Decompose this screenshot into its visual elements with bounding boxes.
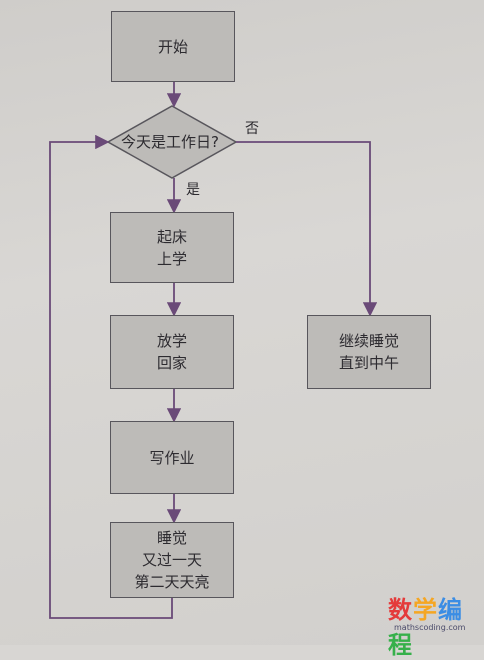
- sleep-line2: 又过一天: [141, 551, 202, 569]
- decision-diamond: [106, 105, 238, 179]
- after-school-box: 放学 回家: [110, 315, 234, 389]
- get-up-line2: 上学: [156, 249, 187, 268]
- homework-box: 写作业: [110, 421, 234, 494]
- get-up-box: 起床 上学: [110, 212, 234, 283]
- after-school-line1: 放学: [156, 332, 187, 350]
- edge-label-yes: 是: [186, 182, 200, 198]
- watermark-logo: 数学编程 mathscoding.com: [388, 590, 480, 659]
- watermark-char-2: 学: [413, 596, 438, 624]
- watermark-char-1: 数: [388, 596, 413, 624]
- get-up-line1: 起床: [156, 227, 187, 246]
- watermark-char-3: 编: [438, 596, 463, 624]
- keep-sleeping-line2: 直到中午: [338, 354, 399, 372]
- start-box: 开始: [111, 11, 235, 82]
- sleep-box: 睡觉 又过一天 第二天天亮: [110, 522, 234, 598]
- sleep-line3: 第二天天亮: [134, 573, 210, 591]
- after-school-line2: 回家: [156, 354, 187, 372]
- keep-sleeping-box: 继续睡觉 直到中午: [307, 315, 431, 389]
- decision-label: 今天是工作日?: [121, 133, 219, 151]
- homework-label: 写作业: [149, 448, 195, 467]
- flowchart-edges: [49, 82, 378, 619]
- sleep-line1: 睡觉: [156, 529, 187, 547]
- edge-decision-no: [236, 141, 378, 317]
- edge-loop-back: [49, 134, 173, 619]
- watermark-char-4: 程: [388, 631, 413, 659]
- start-label: 开始: [157, 37, 188, 56]
- watermark-subtitle: mathscoding.com: [394, 623, 466, 632]
- keep-sleeping-line1: 继续睡觉: [338, 332, 399, 350]
- edge-label-no: 否: [245, 121, 259, 137]
